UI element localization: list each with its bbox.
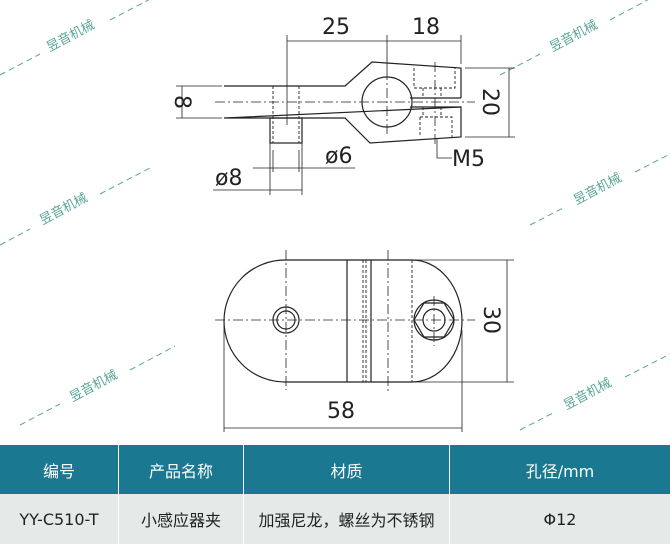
cell-material: 加强尼龙，螺丝为不锈钢 bbox=[244, 494, 450, 544]
dim-o6: ø6 bbox=[325, 144, 352, 169]
plan-view: 30 58 bbox=[215, 250, 514, 432]
header-material: 材质 bbox=[244, 445, 450, 494]
cell-product-name: 小感应器夹 bbox=[119, 494, 244, 544]
plan-centerlines bbox=[215, 250, 475, 392]
cell-code: YY-C510-T bbox=[0, 494, 119, 544]
dim-m5: M5 bbox=[452, 147, 485, 172]
screw-hidden-lines bbox=[414, 68, 455, 137]
body-outline bbox=[224, 260, 462, 382]
table-row: YY-C510-T 小感应器夹 加强尼龙，螺丝为不锈钢 Φ12 bbox=[0, 494, 670, 544]
dim-58: 58 bbox=[327, 399, 355, 424]
cell-hole-diameter: Φ12 bbox=[450, 494, 670, 544]
m5-leader bbox=[437, 138, 452, 158]
table-header-row: 编号 产品名称 材质 孔径/mm bbox=[0, 445, 670, 494]
header-hole-diameter: 孔径/mm bbox=[450, 445, 670, 494]
top-view: 25 18 8 20 ø8 ø6 M5 bbox=[169, 15, 515, 195]
clamp-slot bbox=[410, 98, 461, 107]
boss bbox=[270, 118, 302, 143]
header-product-name: 产品名称 bbox=[119, 445, 244, 494]
spec-table: 编号 产品名称 材质 孔径/mm YY-C510-T 小感应器夹 加强尼龙，螺丝… bbox=[0, 445, 670, 544]
dim-8: 8 bbox=[169, 95, 194, 109]
dim-25: 25 bbox=[322, 15, 350, 40]
dim-20: 20 bbox=[477, 88, 502, 116]
dim-18: 18 bbox=[412, 15, 440, 40]
centerlines bbox=[215, 62, 475, 145]
header-code: 编号 bbox=[0, 445, 119, 494]
hidden-lines bbox=[363, 260, 412, 382]
clamp-outline bbox=[224, 62, 461, 143]
dim-30: 30 bbox=[478, 306, 503, 334]
dim-o8: ø8 bbox=[215, 166, 242, 191]
groove-lines bbox=[347, 260, 371, 382]
